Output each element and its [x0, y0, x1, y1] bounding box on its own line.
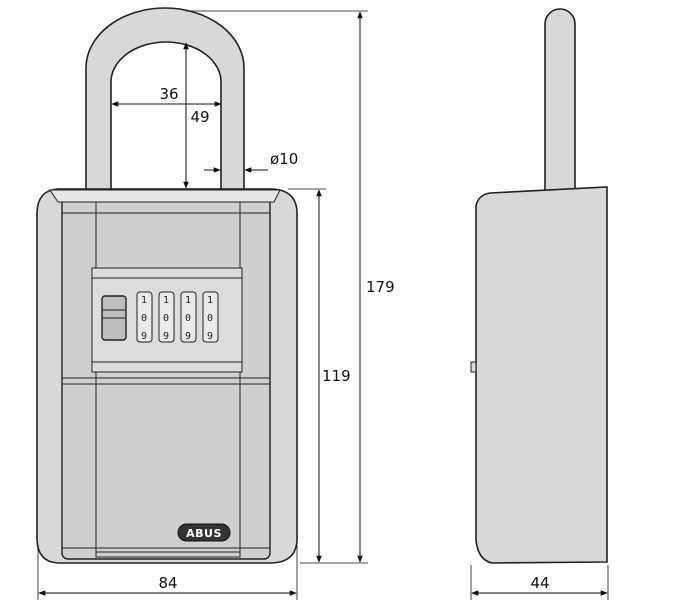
- wheel-4-middle-digit: 0: [207, 313, 213, 324]
- dimension-44: 44: [470, 565, 609, 600]
- wheel-2: 1 0 9: [158, 291, 175, 343]
- dimension-179-label: 179: [366, 278, 395, 296]
- wheel-2-top-digit: 1: [163, 295, 169, 306]
- wheel-1: 1 0 9: [136, 291, 153, 343]
- side-view: [470, 8, 608, 564]
- wheel-4: 1 0 9: [202, 291, 219, 343]
- front-view: 1 0 9 1 0 9 1 0 9 1 0 9: [36, 7, 298, 564]
- dimension-44-label: 44: [530, 574, 549, 592]
- wheel-1-middle-digit: 0: [141, 313, 147, 324]
- dimension-49: 49: [183, 42, 210, 189]
- wheel-1-top-digit: 1: [141, 295, 147, 306]
- wheel-2-middle-digit: 0: [163, 313, 169, 324]
- wheel-3-bottom-digit: 9: [185, 331, 191, 342]
- shackle: [85, 7, 245, 191]
- dimension-119-label: 119: [322, 367, 351, 385]
- dimension-diameter: ø10: [204, 150, 298, 173]
- dimension-49-label: 49: [190, 108, 209, 126]
- wheel-3-top-digit: 1: [185, 295, 191, 306]
- combination-wheels: 1 0 9 1 0 9 1 0 9 1 0 9: [136, 291, 219, 343]
- brand-logo: ABUS: [177, 523, 231, 542]
- svg-text:ABUS: ABUS: [186, 527, 222, 540]
- side-shackle: [544, 8, 576, 193]
- wheel-4-bottom-digit: 9: [207, 331, 213, 342]
- side-body: [475, 186, 608, 564]
- wheel-1-bottom-digit: 9: [141, 331, 147, 342]
- dimension-diameter-label: ø10: [270, 150, 298, 168]
- wheel-3: 1 0 9: [180, 291, 197, 343]
- dimension-36: 36: [111, 85, 222, 107]
- dimension-179: 179: [186, 10, 395, 564]
- dimension-84-label: 84: [158, 574, 177, 592]
- dimension-84: 84: [37, 545, 298, 600]
- wheel-4-top-digit: 1: [207, 295, 213, 306]
- wheel-2-bottom-digit: 9: [163, 331, 169, 342]
- dimension-119: 119: [288, 188, 351, 563]
- dimension-36-label: 36: [159, 85, 178, 103]
- wheel-3-middle-digit: 0: [185, 313, 191, 324]
